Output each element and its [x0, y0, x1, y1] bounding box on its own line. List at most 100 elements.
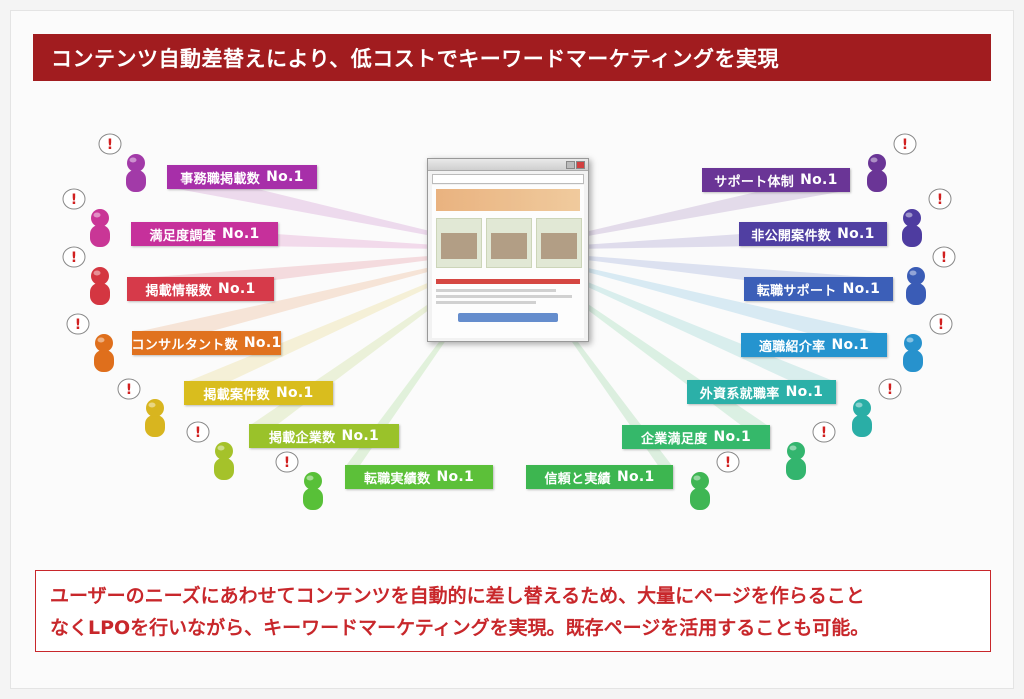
exclamation-bubble-icon: ! — [117, 378, 141, 400]
person-icon — [867, 154, 887, 192]
svg-text:!: ! — [941, 250, 947, 266]
label-rank: No.1 — [713, 429, 752, 445]
page-banner — [436, 189, 580, 211]
person-icon — [90, 209, 110, 247]
svg-text:!: ! — [887, 382, 893, 398]
exclamation-bubble-icon: ! — [98, 133, 122, 155]
page-text-line — [436, 289, 556, 292]
person-icon — [906, 267, 926, 305]
exclamation-bubble-icon: ! — [62, 246, 86, 268]
label-rank: No.1 — [266, 169, 304, 185]
exclamation-bubble-icon: ! — [893, 133, 917, 155]
label-rank: No.1 — [842, 281, 881, 297]
svg-text:!: ! — [821, 425, 827, 441]
label-text: 外資系就職率 — [699, 386, 780, 402]
exclamation-bubble-icon: ! — [186, 421, 210, 443]
svg-text:!: ! — [126, 382, 132, 398]
label-rank: No.1 — [436, 469, 475, 485]
person-icon — [852, 399, 872, 437]
people-group: !!!!!!!!!!!!!! — [62, 133, 956, 510]
page-text-line — [436, 301, 536, 304]
label-left-7: 転職実績数 No.1 — [345, 465, 493, 489]
svg-text:!: ! — [937, 192, 943, 208]
browser-titlebar — [428, 159, 588, 171]
svg-text:!: ! — [725, 455, 731, 471]
label-text: 満足度調査 — [149, 228, 216, 244]
label-rank: No.1 — [837, 226, 875, 242]
description-box: ユーザーのニーズにあわせてコンテンツを自動的に差し替えるため、大量にページを作ら… — [35, 570, 991, 652]
label-text: 非公開案件数 — [751, 228, 832, 244]
label-rank: No.1 — [341, 428, 380, 444]
browser-page — [432, 185, 584, 338]
person-icon — [94, 334, 114, 372]
exclamation-bubble-icon: ! — [62, 188, 86, 210]
label-rank: No.1 — [217, 281, 256, 297]
beam-left — [132, 250, 508, 353]
person-icon — [903, 334, 923, 372]
page-text-line — [436, 295, 572, 298]
header-title: コンテンツ自動差替えにより、低コストでキーワードマーケティングを実現 — [51, 46, 780, 71]
panel-image — [441, 233, 477, 259]
page-panel — [436, 218, 482, 268]
label-right-2: 非公開案件数 No.1 — [739, 222, 887, 246]
beam-right — [508, 250, 887, 355]
label-left-2: 満足度調査 No.1 — [131, 222, 278, 246]
label-right-4: 適職紹介率 No.1 — [741, 333, 887, 357]
label-rank: No.1 — [831, 337, 870, 353]
browser-address-bar — [432, 174, 584, 184]
svg-text:!: ! — [71, 192, 77, 208]
person-icon — [90, 267, 110, 305]
page-panel — [486, 218, 532, 268]
close-icon — [576, 161, 585, 169]
label-text: 信頼と実績 — [544, 471, 611, 487]
page-blue-button — [458, 313, 558, 322]
panel-image — [541, 233, 577, 259]
page-panel — [536, 218, 582, 268]
svg-text:!: ! — [938, 317, 944, 333]
person-icon — [145, 399, 165, 437]
label-right-7: 信頼と実績 No.1 — [526, 465, 673, 489]
exclamation-bubble-icon: ! — [878, 378, 902, 400]
panel-image — [491, 233, 527, 259]
label-text: 事務職掲載数 — [180, 171, 261, 187]
exclamation-bubble-icon: ! — [929, 313, 953, 335]
label-text: 転職実績数 — [363, 471, 431, 487]
svg-text:!: ! — [902, 137, 908, 153]
label-left-1: 事務職掲載数 No.1 — [167, 165, 317, 189]
maximize-icon — [566, 161, 575, 169]
label-left-4: コンサルタント数 No.1 — [132, 331, 281, 355]
label-text: 適職紹介率 — [758, 339, 826, 355]
label-rank: No.1 — [243, 335, 282, 351]
svg-text:!: ! — [107, 137, 113, 153]
label-rank: No.1 — [785, 384, 824, 400]
label-text: コンサルタント数 — [131, 337, 238, 353]
description-line-2: なくLPOを行いながら、キーワードマーケティングを実現。既存ページを活用すること… — [50, 617, 870, 639]
label-rank: No.1 — [616, 469, 655, 485]
person-icon — [303, 472, 323, 510]
person-icon — [126, 154, 146, 192]
person-icon — [214, 442, 234, 480]
page-red-bar — [436, 279, 580, 284]
exclamation-bubble-icon: ! — [716, 451, 740, 473]
exclamation-bubble-icon: ! — [928, 188, 952, 210]
label-text: 転職サポート — [756, 283, 837, 299]
person-icon — [690, 472, 710, 510]
label-right-6: 企業満足度 No.1 — [622, 425, 770, 449]
exclamation-bubble-icon: ! — [275, 451, 299, 473]
exclamation-bubble-icon: ! — [932, 246, 956, 268]
svg-text:!: ! — [75, 317, 81, 333]
person-icon — [902, 209, 922, 247]
exclamation-bubble-icon: ! — [66, 313, 90, 335]
header-bar: コンテンツ自動差替えにより、低コストでキーワードマーケティングを実現 — [33, 34, 991, 81]
svg-text:!: ! — [195, 425, 201, 441]
beam-right — [508, 250, 836, 402]
label-rank: No.1 — [275, 385, 314, 401]
label-rank: No.1 — [800, 172, 838, 188]
label-rank: No.1 — [221, 226, 260, 242]
label-text: 企業満足度 — [640, 431, 708, 447]
svg-text:!: ! — [284, 455, 290, 471]
